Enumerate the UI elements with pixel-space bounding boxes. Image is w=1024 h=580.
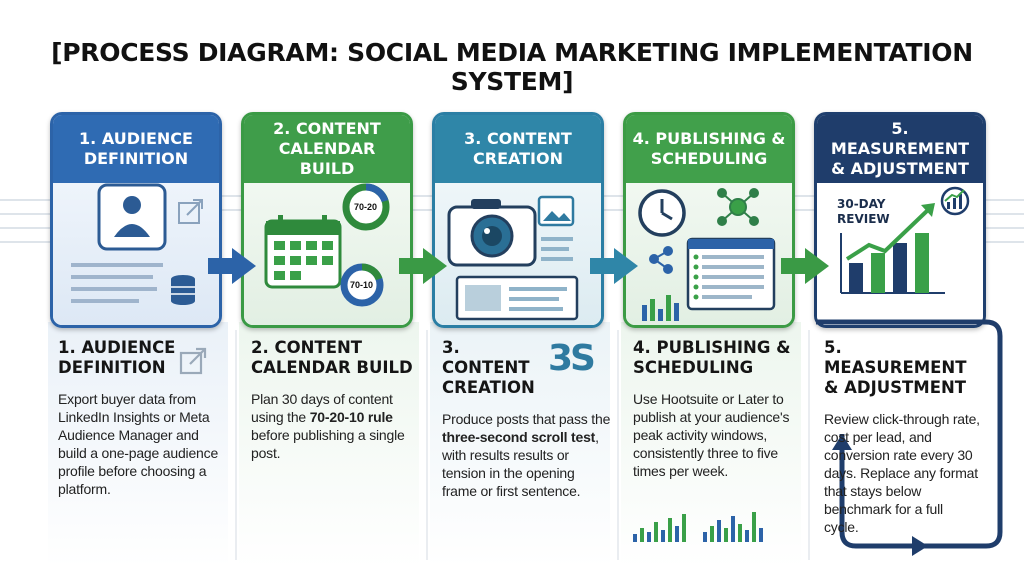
step-header: 2. CONTENT CALENDAR BUILD xyxy=(244,115,410,183)
article-icon xyxy=(455,275,579,321)
step-description: Plan 30 days of content using the 70-20-… xyxy=(251,391,405,461)
step-detail-content-calendar: 2. CONTENT CALENDAR BUILD Plan 30 days o… xyxy=(251,338,421,462)
step-illustration: 70-20 70-10 xyxy=(244,183,410,325)
network-icon xyxy=(717,188,759,226)
step-description: Review click-through rate, cost per lead… xyxy=(824,411,980,535)
feedback-loop-arrow-icon xyxy=(816,319,1003,556)
step-description: Use Hootsuite or Later to publish at you… xyxy=(633,391,790,479)
step-illustration xyxy=(435,183,601,325)
ratio-ring-large-icon xyxy=(342,183,390,231)
step-detail-publishing: 4. PUBLISHING & SCHEDULING Use Hootsuite… xyxy=(633,338,803,480)
step-detail-audience-definition: 1. AUDIENCE DEFINITION Export buyer data… xyxy=(58,338,228,498)
step-card-measurement: 5. MEASUREMENT & ADJUSTMENT 30-DAY REVIE… xyxy=(814,112,986,328)
step-heading: 2. CONTENT CALENDAR BUILD xyxy=(251,338,413,377)
column-background xyxy=(239,322,419,567)
flow-arrow-icon xyxy=(590,248,638,284)
review-label: 30-DAY REVIEW xyxy=(837,197,890,226)
step-description: Produce posts that pass the three-second… xyxy=(442,411,611,499)
activity-bars-icon xyxy=(633,512,763,542)
external-link-icon xyxy=(178,199,203,224)
ratio-ring-small-icon xyxy=(340,263,384,307)
step-heading: 4. PUBLISHING & SCHEDULING xyxy=(633,338,791,377)
image-icon xyxy=(537,195,575,227)
three-second-badge: 3S xyxy=(548,338,596,379)
column-background xyxy=(48,322,228,567)
step-illustration xyxy=(626,183,792,325)
flow-arrow-icon xyxy=(208,248,256,284)
column-background xyxy=(430,322,610,567)
activity-bars-icon xyxy=(642,295,679,321)
user-profile-icon xyxy=(97,183,167,251)
step-card-content-calendar: 2. CONTENT CALENDAR BUILD 7 xyxy=(241,112,413,328)
calendar-icon xyxy=(264,215,342,289)
step-detail-measurement: 5. MEASUREMENT & ADJUSTMENT Review click… xyxy=(824,338,980,536)
step-heading: 3. CONTENT CREATION xyxy=(442,338,535,397)
clock-icon xyxy=(638,189,686,237)
step-description: Export buyer data from LinkedIn Insights… xyxy=(58,391,219,497)
database-icon xyxy=(171,275,195,305)
step-heading: 5. MEASUREMENT & ADJUSTMENT xyxy=(824,338,967,397)
ratio-label: 70-10 xyxy=(350,280,374,290)
step-heading: 1. AUDIENCE DEFINITION xyxy=(58,338,176,377)
camera-icon xyxy=(447,199,537,267)
step-detail-content-creation: 3. CONTENT CREATION Produce posts that p… xyxy=(442,338,612,500)
page-title: [PROCESS DIAGRAM: SOCIAL MEDIA MARKETING… xyxy=(51,38,973,96)
trend-chart-icon xyxy=(840,203,945,294)
flow-arrow-icon xyxy=(781,248,829,284)
step-card-publishing: 4. PUBLISHING & SCHEDULING xyxy=(623,112,795,328)
step-illustration xyxy=(53,183,219,325)
external-link-icon xyxy=(179,347,207,375)
growth-badge-icon xyxy=(940,186,970,216)
step-card-content-creation: 3. CONTENT CREATION xyxy=(432,112,604,328)
ratio-label: 70-20 xyxy=(354,202,378,212)
step-header: 4. PUBLISHING & SCHEDULING xyxy=(626,115,792,183)
step-card-audience-definition: 1. AUDIENCE DEFINITION xyxy=(50,112,222,328)
step-header: 3. CONTENT CREATION xyxy=(435,115,601,183)
text-document-icon xyxy=(541,237,573,261)
schedule-list-icon xyxy=(686,237,776,311)
step-illustration: 30-DAY REVIEW xyxy=(817,183,983,325)
share-icon xyxy=(649,246,673,274)
flow-arrow-icon xyxy=(399,248,447,284)
step-header: 1. AUDIENCE DEFINITION xyxy=(53,115,219,183)
step-header: 5. MEASUREMENT & ADJUSTMENT xyxy=(817,115,983,183)
